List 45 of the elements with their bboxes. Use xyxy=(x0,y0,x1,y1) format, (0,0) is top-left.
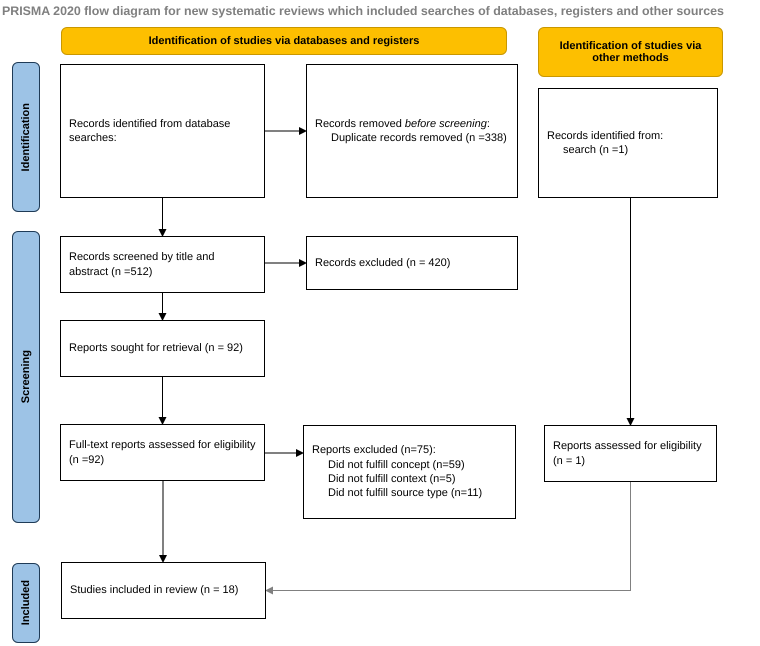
box-text: Records removed before screening: xyxy=(315,116,491,131)
process-box xyxy=(306,236,518,290)
arrow xyxy=(264,259,307,267)
process-box xyxy=(60,236,265,293)
box-text: Identification of studies via databases and registers xyxy=(148,35,420,47)
box-text: Full-text reports assessed for eligibility (n =92) xyxy=(69,438,256,467)
box-text: Records excluded (n = 420) xyxy=(315,256,452,270)
arrow xyxy=(626,198,634,426)
box-text: Did not fulfill source type (n=11) xyxy=(327,486,484,501)
diagram-title: PRISMA 2020 flow diagram for new systematic reviews which included searches of databases, registers and other sources xyxy=(2,4,725,18)
stage-name: Screening xyxy=(20,350,32,404)
process-box xyxy=(60,320,265,377)
box-text: Did not fulfill concept (n=59) xyxy=(327,458,466,472)
box-text: Reports excluded (n=75): xyxy=(312,443,437,458)
box-text: Identification of studies via other methods xyxy=(558,40,702,64)
arrow xyxy=(264,127,307,135)
process-box xyxy=(303,425,516,519)
process-box xyxy=(61,562,266,619)
arrow xyxy=(264,449,304,457)
arrow xyxy=(158,376,166,425)
box-text: Did not fulfill context (n=5) xyxy=(327,472,456,486)
arrow xyxy=(158,292,166,321)
section-header xyxy=(61,27,507,55)
stage-label xyxy=(12,62,40,212)
arrow xyxy=(159,480,167,563)
box-text: Reports sought for retrieval (n = 92) xyxy=(69,341,244,356)
stage-label xyxy=(12,231,40,523)
arrow xyxy=(265,482,631,594)
process-box xyxy=(538,88,718,198)
box-text: Duplicate records removed (n =338) xyxy=(330,131,508,146)
box-text: Records identified from database searches: xyxy=(69,116,232,146)
box-text: Studies included in review (n = 18) xyxy=(70,583,240,598)
arrow xyxy=(158,198,166,237)
process-box xyxy=(60,424,265,481)
box-text: Records identified from: xyxy=(547,128,664,143)
box-text: search (n =1) xyxy=(562,143,630,158)
section-header xyxy=(538,27,723,77)
box-text: Records screened by title and abstract (n =512) xyxy=(69,250,216,279)
process-box xyxy=(544,425,717,482)
stage-name: Identification xyxy=(20,102,32,172)
stage-name: Included xyxy=(20,580,32,626)
stage-label xyxy=(12,563,40,643)
process-box xyxy=(306,64,518,198)
process-box xyxy=(60,64,265,198)
box-text: Reports assessed for eligibility (n = 1) xyxy=(553,439,703,468)
